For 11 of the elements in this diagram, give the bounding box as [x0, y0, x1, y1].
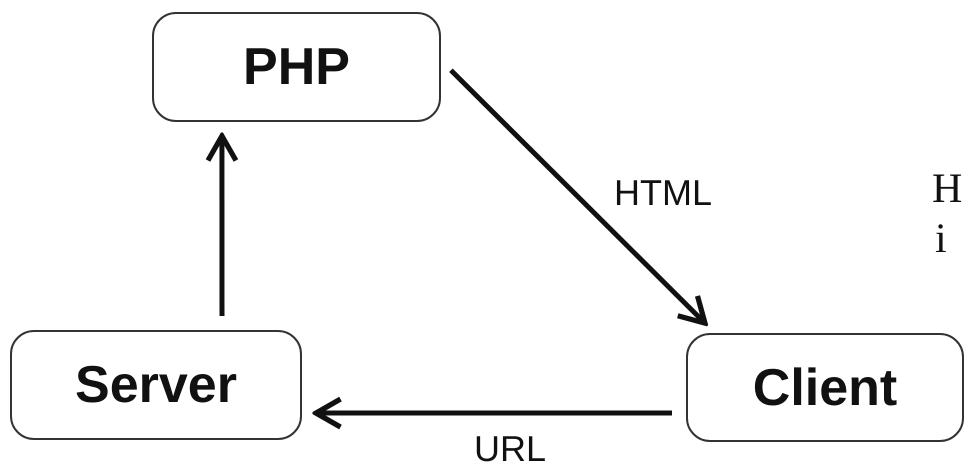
- text-fragment: i: [935, 215, 947, 263]
- arrow: [313, 396, 672, 430]
- text-fragment: H: [932, 165, 962, 213]
- arrow: [205, 133, 239, 316]
- node-label: Client: [752, 358, 898, 418]
- node-label: Server: [75, 355, 237, 415]
- rounded-box: [10, 330, 302, 440]
- node-label: PHP: [243, 37, 350, 97]
- rounded-box: [152, 12, 441, 122]
- arrow: [449, 68, 708, 326]
- rounded-box: [686, 333, 964, 442]
